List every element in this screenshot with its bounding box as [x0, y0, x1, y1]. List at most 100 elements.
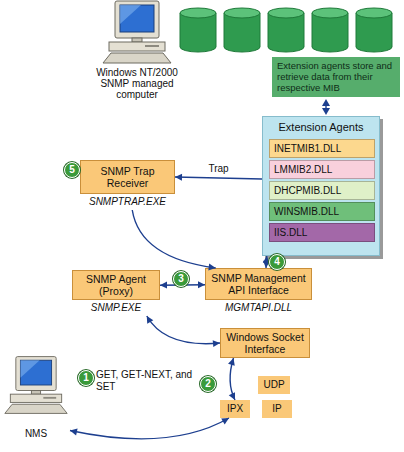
- note-text: Extension agents store and retrieve data…: [277, 60, 395, 93]
- process-box: SNMP Trap ReceiverSNMPTRAP.EXE: [80, 160, 175, 210]
- dll-row: IIS.DLL: [269, 223, 375, 242]
- file-name: MGMTAPI.DLL: [205, 302, 312, 314]
- cylinder-top: [224, 8, 260, 18]
- managed-computer: Windows NT/2000 SNMP managed computer: [90, 0, 184, 104]
- callout-number: 3: [173, 271, 189, 287]
- request-note: GET, GET-NEXT, and SET: [96, 369, 196, 393]
- system-unit: [109, 42, 165, 51]
- dll-row: DHCPMIB.DLL: [269, 181, 375, 200]
- callout-number: 2: [200, 376, 216, 392]
- arrow-head: [229, 392, 235, 400]
- monitor-stand: [132, 38, 142, 42]
- process-box: SNMP Agent (Proxy) SNMP.EXE: [72, 270, 160, 316]
- arrow-head: [322, 99, 330, 106]
- dll-row: INETMIB1.DLL: [269, 139, 375, 158]
- cylinder-body: [224, 13, 260, 52]
- arrow-head: [175, 174, 182, 181]
- arrow-head: [198, 281, 205, 288]
- arrow-head: [70, 429, 78, 436]
- connector-line: [70, 418, 229, 439]
- cylinder-body: [356, 13, 392, 52]
- process-name: SNMP Management API Interface: [209, 272, 308, 296]
- keyboard: [5, 404, 67, 413]
- keyboard: [103, 53, 171, 63]
- arrow-head: [228, 358, 235, 366]
- callout-number: 1: [78, 370, 94, 386]
- connector-line: [175, 177, 262, 179]
- screen-glare: [120, 5, 141, 24]
- protocol-name: UDP: [263, 379, 284, 391]
- drive-slot: [145, 45, 159, 47]
- cylinder-body: [180, 13, 216, 52]
- dll-name: WINSMIB.DLL: [274, 203, 374, 220]
- file-name: SNMP.EXE: [72, 302, 160, 314]
- connector-line: [147, 316, 220, 344]
- process-name: SNMP Agent (Proxy): [76, 273, 156, 297]
- cylinder-top: [312, 8, 348, 18]
- process-box: SNMP Management API InterfaceMGMTAPI.DLL: [205, 268, 312, 316]
- mib-cylinder: [224, 8, 260, 52]
- dll-name: LMMIB2.DLL: [274, 161, 374, 178]
- process-body: SNMP Agent (Proxy): [72, 270, 160, 300]
- process-box: Windows Socket Interface: [220, 328, 310, 358]
- mib-cylinder: [180, 8, 216, 52]
- cylinder-top: [356, 8, 392, 18]
- mib-cylinder: [356, 8, 392, 52]
- screen-glare: [20, 360, 39, 377]
- arrow-head: [213, 340, 220, 347]
- monitor-case: [16, 357, 56, 391]
- process-body: Windows Socket Interface: [220, 328, 310, 358]
- computer-icon: [3, 345, 69, 425]
- monitor-stand: [31, 391, 40, 395]
- protocol-box: UDP: [258, 376, 290, 394]
- extension-agents-group: Extension AgentsINETMIB1.DLL LMMIB2.DLL DH…: [262, 116, 380, 256]
- file-name: SNMPTRAP.EXE: [80, 196, 175, 208]
- monitor-screen: [20, 360, 51, 385]
- connector: [147, 316, 220, 347]
- note-box: Extension agents store and retrieve data…: [272, 57, 400, 97]
- computer-icon: [101, 0, 173, 64]
- computer-label: NMS: [2, 428, 70, 439]
- nms-computer: NMS: [2, 345, 70, 448]
- system-unit: [10, 394, 61, 402]
- dll-row: WINSMIB.DLL: [269, 202, 375, 221]
- monitor-case: [115, 1, 159, 38]
- monitor-screen: [120, 5, 154, 32]
- connector-line: [132, 210, 215, 268]
- arrow-head: [322, 108, 330, 115]
- mib-access-arrow: [322, 99, 330, 115]
- dll-name: IIS.DLL: [274, 224, 374, 241]
- connector: [228, 358, 235, 400]
- computer-label: Windows NT/2000 SNMP managed computer: [90, 67, 184, 100]
- drive-slot: [43, 397, 56, 399]
- edge-label: Trap: [199, 163, 239, 175]
- cylinder-top: [180, 8, 216, 18]
- protocol-box: IP: [262, 400, 292, 418]
- process-body: SNMP Management API Interface: [205, 268, 312, 300]
- arrow-head: [147, 316, 154, 324]
- cylinder-body: [268, 13, 304, 52]
- cylinder-top: [268, 8, 304, 18]
- dll-row: LMMIB2.DLL: [269, 160, 375, 179]
- callout-number: 5: [64, 162, 80, 178]
- mib-cylinder: [268, 8, 304, 52]
- connector: [70, 418, 229, 439]
- callout-number: 4: [269, 254, 285, 270]
- protocol-name: IP: [272, 403, 281, 415]
- dll-name: INETMIB1.DLL: [274, 140, 374, 157]
- process-body: SNMP Trap Receiver: [80, 160, 175, 194]
- connector-line: [265, 256, 267, 268]
- protocol-box: IPX: [220, 400, 250, 418]
- arrow-head: [221, 418, 229, 425]
- process-name: Windows Socket Interface: [224, 331, 306, 355]
- connector: [175, 174, 262, 181]
- group-title: Extension Agents: [263, 121, 379, 134]
- connector-line: [230, 358, 235, 400]
- arrow-head: [160, 282, 167, 289]
- cylinder-body: [312, 13, 348, 52]
- mib-cylinder: [312, 8, 348, 52]
- connector: [132, 210, 215, 271]
- protocol-name: IPX: [227, 403, 243, 415]
- dll-name: DHCPMIB.DLL: [274, 182, 374, 199]
